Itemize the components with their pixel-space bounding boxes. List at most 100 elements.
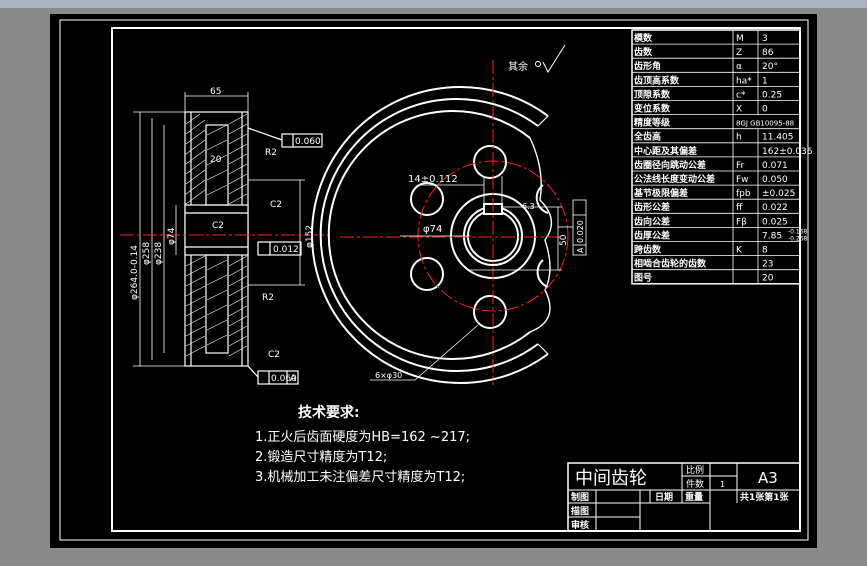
drawn-label: 制图 xyxy=(571,491,589,503)
dim-bore: φ74 xyxy=(423,224,442,235)
table-param-value: 8 xyxy=(762,246,768,256)
table-param-value: 0.071 xyxy=(762,161,788,171)
table-param-symbol: K xyxy=(736,246,743,256)
table-param-name: 精度等级 xyxy=(634,117,671,129)
scale-label: 比例 xyxy=(686,464,704,476)
gear-web-boundary xyxy=(327,110,531,360)
weight-label: 重量 xyxy=(685,491,703,503)
dim-d258: φ258 xyxy=(142,242,152,265)
table-param-value: 0.050 xyxy=(762,175,788,185)
checked-label: 描图 xyxy=(571,505,589,517)
table-param-name: 中心距及其偏差 xyxy=(634,145,697,157)
table-param-name: 齿形公差 xyxy=(634,201,670,213)
table-param-name: 公法线长度变动公差 xyxy=(634,173,715,185)
surface-note: 其余 xyxy=(508,60,528,73)
lightening-hole xyxy=(473,145,507,179)
table-param-name: 齿厚公差 xyxy=(634,229,670,241)
table-param-name: 齿顶高系数 xyxy=(634,74,680,86)
table-param-value: 3 xyxy=(762,34,768,44)
runout-frame-top xyxy=(281,133,323,148)
date-label: 日期 xyxy=(655,491,673,503)
lightening-hole xyxy=(473,295,507,329)
table-param-name: 顶隙系数 xyxy=(634,88,671,100)
table-param-symbol: α xyxy=(736,62,742,72)
table-param-symbol: ff xyxy=(736,203,743,213)
parallel-value: 0.012 xyxy=(273,245,299,255)
tech-item-3: 3.机械加工未注偏差尺寸精度为T12; xyxy=(255,469,465,485)
radius-bottom: R2 xyxy=(262,293,274,303)
table-param-name: 模数 xyxy=(634,32,653,44)
reviewed-label: 审核 xyxy=(571,519,589,531)
runout-frame-bottom xyxy=(257,370,299,385)
sheet-border xyxy=(59,19,809,541)
table-param-name: 图号 xyxy=(634,273,652,284)
lightening-hole-partial xyxy=(536,259,549,288)
table-param-name: 齿数 xyxy=(634,46,653,58)
break-edge xyxy=(529,137,553,333)
table-param-name: 齿形角 xyxy=(634,60,661,72)
tolerance-lower: -0.268 xyxy=(788,235,808,242)
part-name: 中间齿轮 xyxy=(575,468,647,489)
table-param-symbol: fpb xyxy=(736,189,751,199)
surface-ra: 6.3 xyxy=(522,202,535,211)
pages-label: 共1张第1张 xyxy=(740,491,790,503)
dim-d238: φ238 xyxy=(154,242,164,265)
gear-rim-inner xyxy=(319,98,539,372)
symmetry-ref: A xyxy=(576,247,585,253)
chamfer-mid: C2 xyxy=(212,221,224,231)
symmetry-value: 0.020 xyxy=(576,220,585,243)
radius-top: R2 xyxy=(265,148,277,158)
table-param-value: 162±0.036 xyxy=(762,147,813,157)
table-param-symbol: Fr xyxy=(736,161,745,171)
table-param-symbol: 8GJ GB10095-88 xyxy=(736,120,794,128)
dim-20: 20 xyxy=(210,155,222,165)
table-param-value: 7.85 xyxy=(762,231,782,241)
window-top-strip xyxy=(0,0,867,8)
dim-width: 65 xyxy=(210,87,221,97)
parallel-frame xyxy=(257,241,302,256)
table-param-symbol: c* xyxy=(736,90,746,100)
lightening-hole-partial xyxy=(535,184,549,214)
count-value: 1 xyxy=(720,480,725,489)
table-param-value: 86 xyxy=(762,48,774,58)
title-block xyxy=(567,462,801,532)
table-param-value: 23 xyxy=(762,260,773,270)
tech-title: 技术要求: xyxy=(298,404,360,421)
dim-d264: φ264.0-0.14 xyxy=(130,245,140,300)
table-param-value: 0.25 xyxy=(762,90,782,100)
table-param-symbol: X xyxy=(736,105,742,115)
table-param-value: 0 xyxy=(762,105,768,115)
table-param-name: 齿圈径向跳动公差 xyxy=(634,159,706,171)
runout-value-bottom: 0.060 xyxy=(271,374,297,384)
table-param-symbol: Z xyxy=(736,48,742,58)
dim-holes: 6×φ30 xyxy=(375,371,402,380)
table-param-symbol: h xyxy=(736,133,742,143)
table-param-name: 跨齿数 xyxy=(634,244,662,256)
table-param-value: 0.022 xyxy=(762,203,788,213)
table-param-value: ±0.025 xyxy=(762,189,795,199)
table-param-symbol: M xyxy=(736,34,744,44)
table-param-value: 11.405 xyxy=(762,133,794,143)
tolerance-upper: -0.168 xyxy=(788,228,808,235)
table-param-name: 变位系数 xyxy=(634,103,671,115)
table-param-value: 0.025 xyxy=(762,217,788,227)
section-hatching xyxy=(185,113,248,357)
lightening-hole xyxy=(410,182,444,216)
table-param-value: 20 xyxy=(762,274,774,284)
table-param-name: 基节极限偏差 xyxy=(633,187,688,199)
table-param-name: 齿向公差 xyxy=(634,215,670,227)
table-param-name: 相啮合齿轮的齿数 xyxy=(634,258,707,270)
runout-value-top: 0.060 xyxy=(295,137,321,147)
dim-keyway: 14±0.112 xyxy=(408,174,458,185)
chamfer-bottom: C2 xyxy=(268,350,280,360)
lightening-hole xyxy=(410,257,444,291)
chamfer-top: C2 xyxy=(270,200,282,210)
tech-item-2: 2.锻造尺寸精度为T12; xyxy=(255,449,387,465)
dim-key-depth: 50 xyxy=(559,234,569,246)
diameter-dimensions xyxy=(133,92,305,367)
tech-item-1: 1.正火后齿面硬度为HB=162 ~217; xyxy=(255,429,470,445)
dim-d74: φ74 xyxy=(167,227,177,245)
